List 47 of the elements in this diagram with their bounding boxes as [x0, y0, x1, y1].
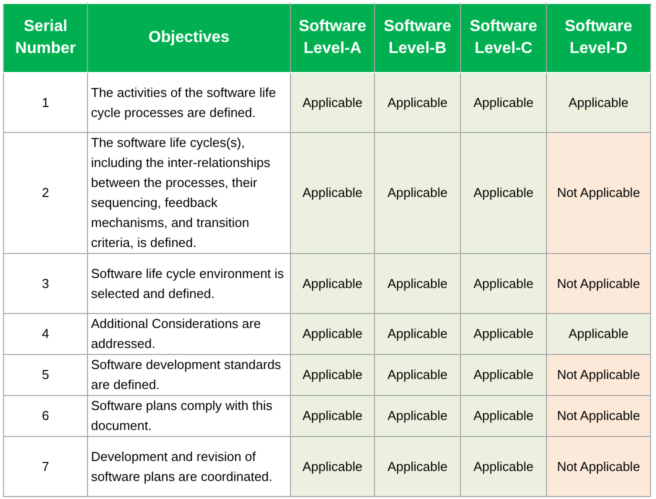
status-cell: Applicable: [460, 132, 546, 254]
header-cell: Software Level-C: [460, 4, 546, 72]
status-cell: Applicable: [290, 354, 374, 396]
status-cell: Applicable: [374, 72, 460, 132]
status-cell: Not Applicable: [546, 354, 650, 396]
status-cell: Not Applicable: [546, 436, 650, 496]
status-cell: Applicable: [460, 354, 546, 396]
status-cell: Applicable: [546, 314, 650, 354]
status-cell: Not Applicable: [546, 254, 650, 314]
status-cell: Not Applicable: [546, 132, 650, 254]
number-cell: 6: [4, 396, 88, 436]
objective-cell: Additional Considerations are addressed.: [88, 314, 290, 354]
number-cell: 5: [4, 354, 88, 396]
header-cell: Software Level-D: [546, 4, 650, 72]
status-cell: Applicable: [290, 72, 374, 132]
status-cell: Applicable: [460, 436, 546, 496]
number-cell: 2: [4, 132, 88, 254]
status-cell: Applicable: [290, 132, 374, 254]
status-cell: Applicable: [290, 436, 374, 496]
status-cell: Applicable: [290, 314, 374, 354]
objective-cell: Software development standards are defined.: [88, 354, 290, 396]
objective-cell: Software life cycle environment is selected and defined.: [88, 254, 290, 314]
header-cell: Serial Number: [4, 4, 88, 72]
status-cell: Applicable: [374, 396, 460, 436]
objective-cell: Development and revision of software plans are coordinated.: [88, 436, 290, 496]
status-cell: Applicable: [374, 132, 460, 254]
status-cell: Applicable: [374, 254, 460, 314]
status-cell: Applicable: [290, 396, 374, 436]
header-cell: Software Level-B: [374, 4, 460, 72]
status-cell: Applicable: [546, 72, 650, 132]
number-cell: 4: [4, 314, 88, 354]
status-cell: Applicable: [290, 254, 374, 314]
objective-cell: Software plans comply with this document.: [88, 396, 290, 436]
objective-cell: The activities of the software life cycle processes are defined.: [88, 72, 290, 132]
status-cell: Applicable: [374, 314, 460, 354]
status-cell: Applicable: [460, 314, 546, 354]
number-cell: 1: [4, 72, 88, 132]
number-cell: 7: [4, 436, 88, 496]
number-cell: 3: [4, 254, 88, 314]
status-cell: Not Applicable: [546, 396, 650, 436]
header-cell: Software Level-A: [290, 4, 374, 72]
header-cell: Objectives: [88, 4, 290, 72]
status-cell: Applicable: [460, 254, 546, 314]
status-cell: Applicable: [374, 436, 460, 496]
status-cell: Applicable: [460, 72, 546, 132]
status-cell: Applicable: [460, 396, 546, 436]
status-cell: Applicable: [374, 354, 460, 396]
